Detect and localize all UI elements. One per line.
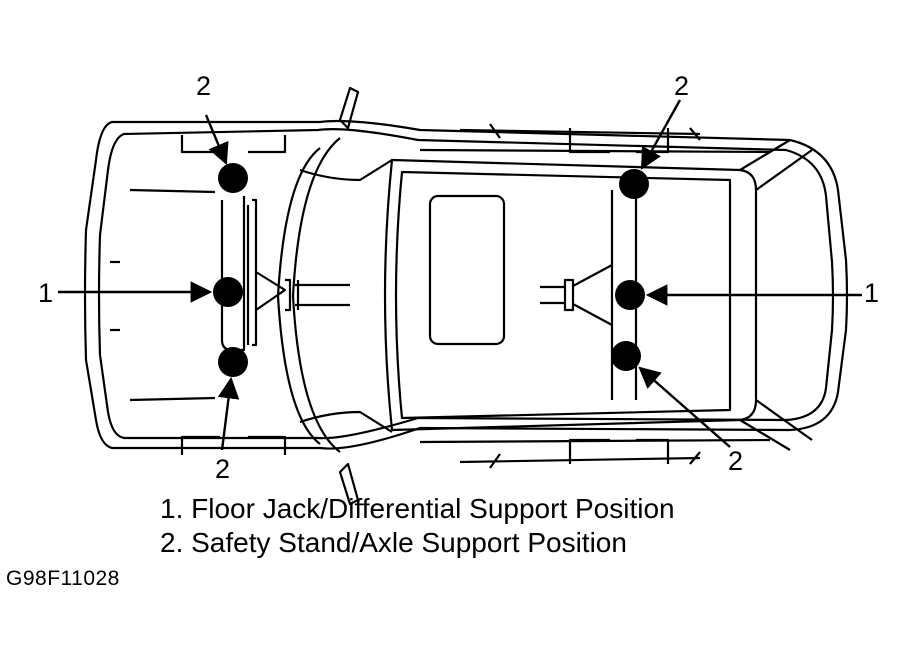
body-inner: [97, 128, 835, 440]
callout-rear-bottom: 2: [728, 446, 743, 476]
callout-rear-center: 1: [864, 278, 879, 308]
front-right-axle-support-point: [218, 347, 248, 377]
arrow-front-top: [204, 114, 229, 165]
rear-differential-support-point: [615, 280, 645, 310]
rear-right-axle-support-point: [611, 341, 641, 371]
support-points: [213, 163, 649, 377]
mirror-right: [338, 462, 360, 506]
callout-front-top: 2: [196, 71, 211, 101]
leader-arrows: [58, 99, 862, 451]
cabin-windshield: [276, 147, 321, 445]
front-left-axle-support-point: [218, 163, 248, 193]
arrow-rear-bottom: [638, 366, 731, 448]
callout-front-center: 1: [38, 278, 53, 308]
mirror-left: [338, 86, 360, 130]
legend: 1. Floor Jack/Differential Support Posit…: [160, 492, 675, 560]
callout-front-bottom: 2: [215, 454, 230, 484]
sunroof: [428, 194, 506, 346]
legend-item-2: 2. Safety Stand/Axle Support Position: [160, 527, 627, 558]
front-differential-support-point: [213, 277, 243, 307]
legend-item-1: 1. Floor Jack/Differential Support Posit…: [160, 493, 675, 524]
callout-rear-top: 2: [674, 71, 689, 101]
body-outer: [83, 119, 849, 450]
arrow-front-bottom: [217, 376, 240, 451]
vehicle-outline: [83, 86, 849, 506]
arrow-rear-top: [640, 99, 682, 170]
rear-left-axle-support-point: [619, 169, 649, 199]
figure-code: G98F11028: [6, 567, 120, 590]
